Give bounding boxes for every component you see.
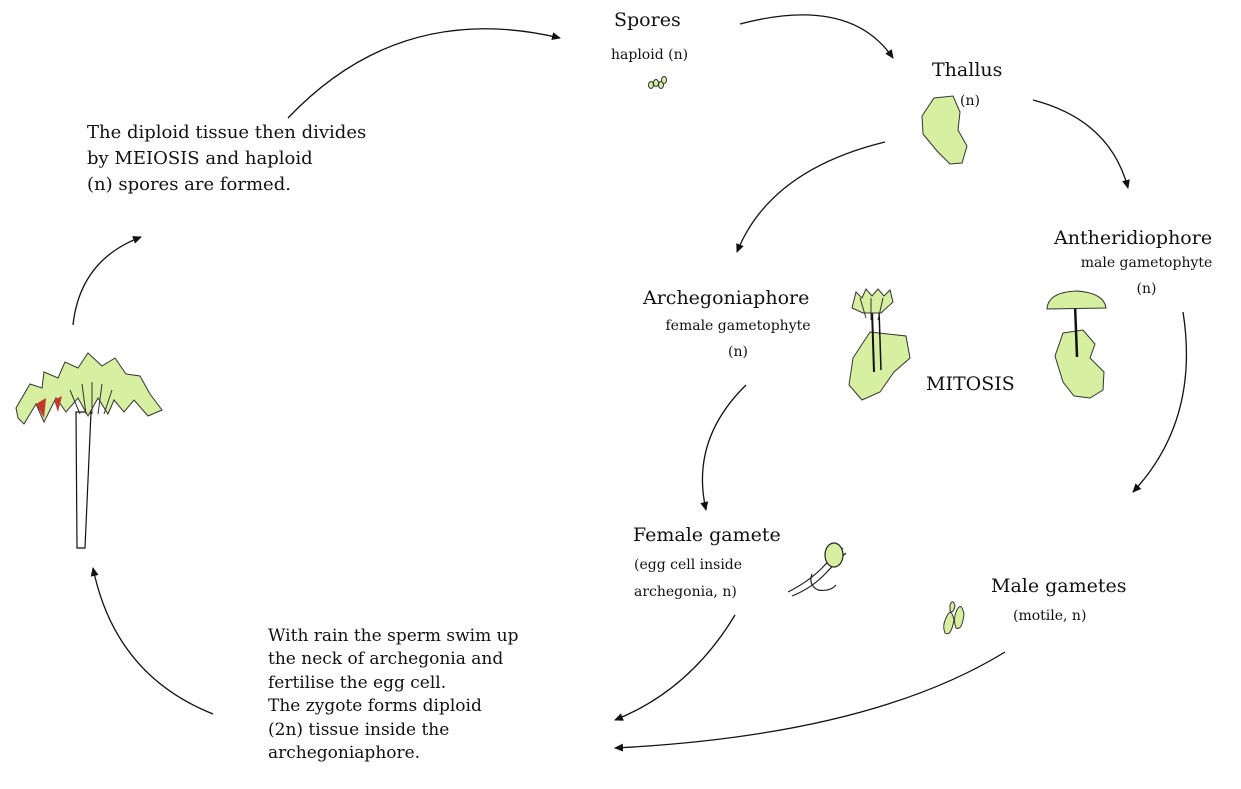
male-gametes-illustration: [944, 602, 964, 634]
antheridiophore-illustration: [1047, 291, 1106, 398]
meiosis-line-2: by MEIOSIS and haploid: [87, 146, 366, 172]
arrow-meiosis-to-spores: [288, 29, 560, 118]
female-gamete-subtitle: (egg cell inside: [634, 557, 742, 573]
arrow-male-gametes-to-zygote: [615, 652, 1005, 748]
female-gamete-title: Female gamete: [633, 525, 781, 547]
female-gamete-note: archegonia, n): [634, 584, 737, 600]
archegoniaphore-title: Archegoniaphore: [643, 288, 809, 310]
sporophyte-illustration: [16, 353, 162, 548]
antheridiophore-subtitle: male gametophyte: [1054, 255, 1239, 271]
arrow-thallus-to-antheridiophore: [1033, 100, 1128, 188]
meiosis-description: The diploid tissue then divides by MEIOS…: [87, 120, 366, 198]
thallus-subtitle: (n): [960, 93, 980, 109]
arrow-thallus-to-archegoniaphore: [737, 142, 885, 252]
arrow-archegoniaphore-to-female-gamete: [702, 385, 746, 510]
fertilisation-line-6: archegoniaphore.: [268, 742, 518, 765]
arrow-antheridiophore-to-male-gametes: [1133, 312, 1186, 492]
antheridiophore-ploidy: (n): [1054, 281, 1239, 297]
fertilisation-line-1: With rain the sperm swim up: [268, 625, 518, 648]
fertilisation-line-2: the neck of archegonia and: [268, 648, 518, 671]
thallus-title: Thallus: [932, 60, 1002, 82]
fertilisation-line-4: The zygote forms diploid: [268, 695, 518, 718]
spores-title: Spores: [614, 10, 681, 32]
spores-subtitle: haploid (n): [611, 47, 688, 63]
fertilisation-line-3: fertilise the egg cell.: [268, 672, 518, 695]
arrow-spores-to-thallus: [740, 15, 893, 58]
arrow-sporophyte-to-meiosis: [73, 237, 141, 325]
archegoniaphore-illustration: [849, 289, 910, 400]
spores-illustration: [649, 77, 667, 89]
antheridiophore-title: Antheridiophore: [1054, 228, 1212, 250]
meiosis-line-3: (n) spores are formed.: [87, 172, 366, 198]
egg-cell-illustration: [788, 543, 846, 596]
arrow-female-gamete-to-zygote: [615, 615, 735, 720]
mitosis-label: MITOSIS: [926, 374, 1015, 396]
male-gametes-subtitle: (motile, n): [1013, 608, 1086, 624]
arrow-zygote-to-sporophyte: [93, 568, 213, 714]
fertilisation-description: With rain the sperm swim up the neck of …: [268, 625, 518, 766]
meiosis-line-1: The diploid tissue then divides: [87, 120, 366, 146]
archegoniaphore-subtitle: female gametophyte: [638, 318, 838, 334]
male-gametes-title: Male gametes: [991, 576, 1127, 598]
archegoniaphore-ploidy: (n): [638, 344, 838, 360]
fertilisation-line-5: (2n) tissue inside the: [268, 719, 518, 742]
